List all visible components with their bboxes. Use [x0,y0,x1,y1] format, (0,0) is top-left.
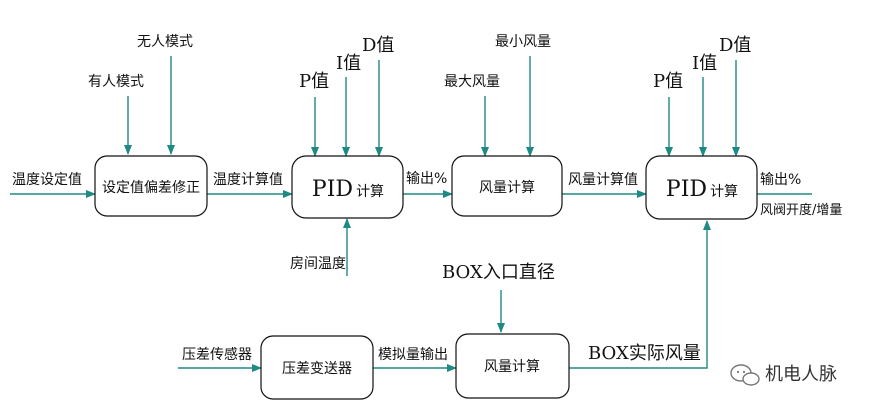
flow-calc-box-1-label: 风量计算 [479,180,535,196]
wechat-icon [730,364,760,386]
max-flow-label: 最大风量 [444,74,500,90]
watermark: 机电人脉 [730,364,837,386]
min-flow-label: 最小风量 [495,34,551,50]
temp-setpoint-label: 温度设定值 [12,172,82,188]
flow-calc-box-2-label: 风量计算 [484,359,540,375]
pid-box-1-suffix: 计算 [356,184,384,200]
d-value-1-label: D值 [362,35,394,56]
unoccupied-mode-label: 无人模式 [137,34,193,50]
i-value-1-label: I值 [336,53,361,74]
analog-output-label: 模拟量输出 [378,347,448,363]
pid-box-1 [291,155,404,219]
transmitter-box [260,335,374,400]
p-value-2-label: P值 [653,71,683,92]
transmitter-box-label: 压差变送器 [282,361,352,377]
box-inlet-label: BOX入口直径 [442,262,555,283]
pid-box-2-suffix: 计算 [710,184,738,200]
pid-box-1-main: PID [312,177,353,202]
d-value-2-label: D值 [719,35,751,56]
output-pct-1-label: 输出% [406,171,447,187]
flow-calc-value-label: 风量计算值 [568,172,638,188]
dp-sensor-label: 压差传感器 [182,346,252,363]
connector-actual-flow [569,220,711,369]
i-value-2-label: I值 [692,53,717,74]
room-temp-label: 房间温度 [290,256,346,272]
flow-calc-box-1 [451,155,563,217]
correction-box-label: 设定值偏差修正 [102,180,200,196]
temp-calc-value-label: 温度计算值 [213,172,283,188]
flow-calc-box-2 [455,333,570,399]
p-value-1-label: P值 [299,71,329,92]
box-actual-flow-label: BOX实际风量 [588,343,701,364]
output-pct-2-label: 输出% [760,172,801,188]
pid-box-2 [645,155,758,220]
correction-box [94,155,208,217]
occupied-mode-label: 有人模式 [88,74,144,90]
pid-box-2-main: PID [666,177,707,202]
watermark-text: 机电人脉 [765,364,837,385]
valve-output-label: 风阀开度/增量 [760,202,842,218]
